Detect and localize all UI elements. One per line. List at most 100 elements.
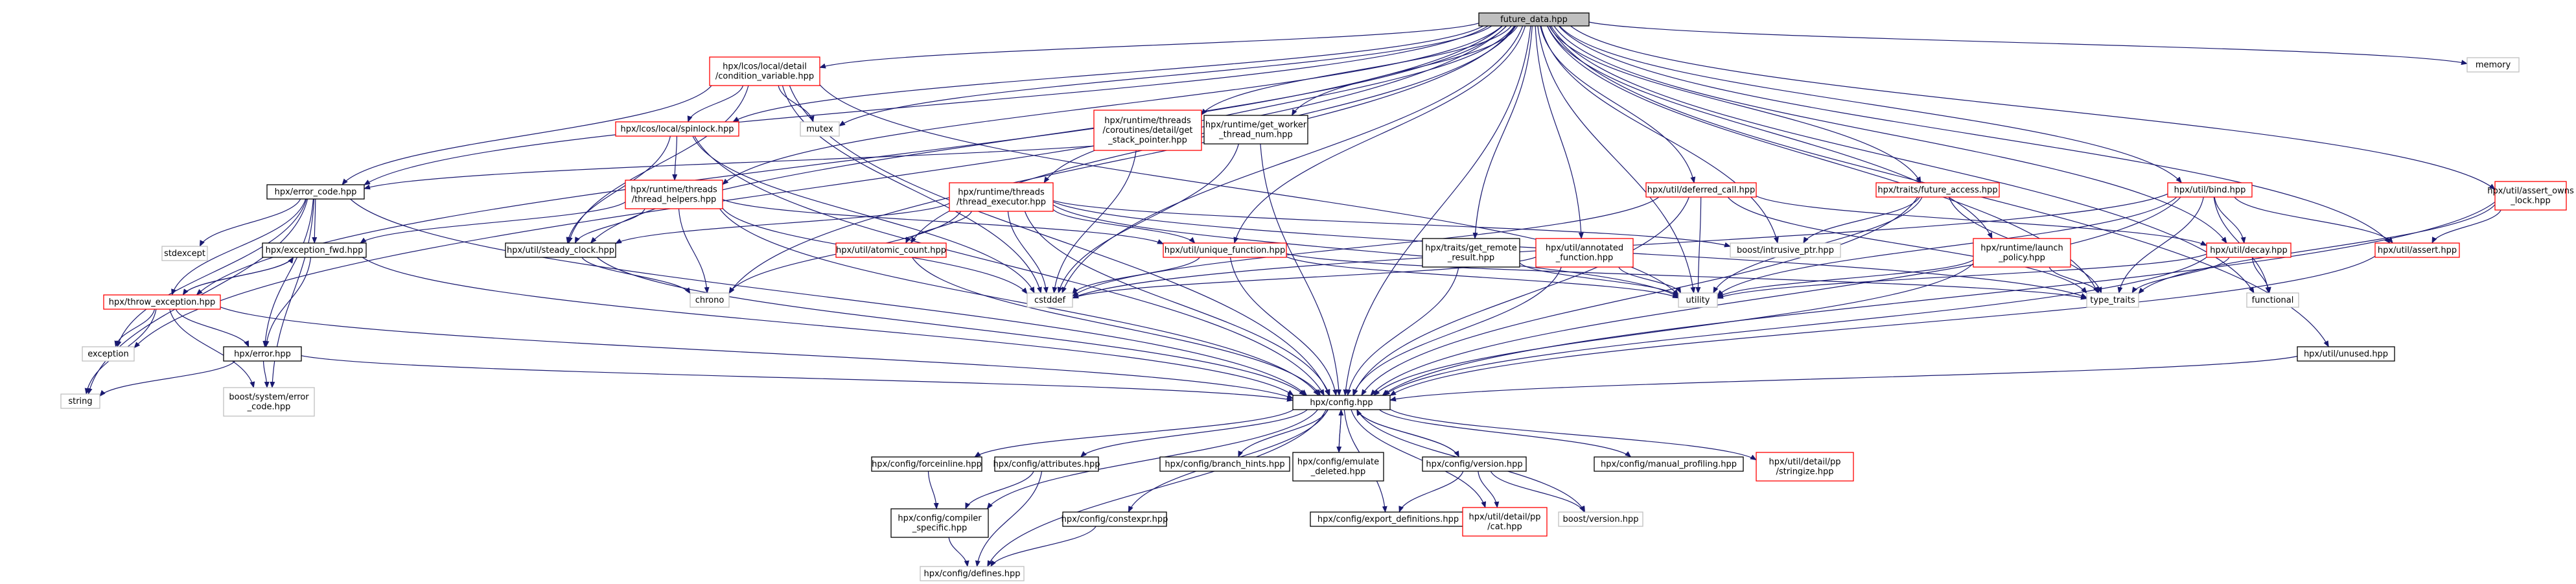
node-defines: hpx/config/defines.hpp xyxy=(920,566,1025,581)
node-deferred_call[interactable]: hpx/util/deferred_call.hpp xyxy=(1645,182,1757,198)
edge-unique_function-to-type_traits xyxy=(1286,253,2087,300)
node-stringize[interactable]: hpx/util/detail/pp/stringize.hpp xyxy=(1756,452,1854,482)
node-label-boost_error-line-1: _code.hpp xyxy=(247,403,291,412)
edge-config-to-stringize xyxy=(1389,408,1757,461)
node-box-emulate_deleted xyxy=(1292,452,1384,482)
edge-cond_var-to-error_code xyxy=(342,85,712,185)
edge-spinlock-to-config xyxy=(694,135,1325,396)
node-utility: utility xyxy=(1678,292,1718,308)
node-steady_clock[interactable]: hpx/util/steady_clock.hpp xyxy=(505,242,616,258)
edge-root-to-chrono xyxy=(728,25,1516,294)
node-manual_profiling[interactable]: hpx/config/manual_profiling.hpp xyxy=(1594,456,1744,472)
node-box-boost_error xyxy=(223,387,315,417)
edge-root-to-cond_var xyxy=(819,23,1479,69)
edge-unused-to-config xyxy=(1389,356,2298,402)
node-label-annotated-line-1: _function.hpp xyxy=(1555,253,1613,263)
node-compiler_specific[interactable]: hpx/config/compiler_specific.hpp xyxy=(890,508,989,538)
edge-spinlock-to-cstddef xyxy=(692,135,1035,294)
node-throw_exception[interactable]: hpx/throw_exception.hpp xyxy=(103,294,221,310)
edge-throw_exception-to-exception_fwd xyxy=(182,257,294,296)
node-label-cond_var-line-0: hpx/lcos/local/detail xyxy=(723,62,807,72)
node-label-stdexcept-line-0: stdexcept xyxy=(164,249,205,259)
node-assert[interactable]: hpx/util/assert.hpp xyxy=(2374,242,2460,258)
node-box-manual_profiling xyxy=(1594,456,1744,472)
node-future_access[interactable]: hpx/traits/future_access.hpp xyxy=(1875,182,2000,198)
node-label-utility-line-0: utility xyxy=(1686,296,1710,305)
edge-throw_exception-to-boost_error xyxy=(169,309,255,388)
node-label-deferred_call-line-0: hpx/util/deferred_call.hpp xyxy=(1647,185,1755,195)
node-box-utility xyxy=(1678,292,1718,308)
edge-constexpr-to-defines xyxy=(990,526,1097,567)
edge-error_code-to-exception_fwd xyxy=(312,198,318,244)
node-spinlock[interactable]: hpx/lcos/local/spinlock.hpp xyxy=(615,121,739,137)
edge-error_code-to-config xyxy=(350,198,1308,396)
node-box-error_code xyxy=(266,184,365,200)
node-attributes[interactable]: hpx/config/attributes.hpp xyxy=(993,456,1100,472)
node-config[interactable]: hpx/config.hpp xyxy=(1292,395,1391,410)
node-box-unique_function xyxy=(1163,242,1287,258)
node-label-error-line-0: hpx/error.hpp xyxy=(234,349,291,359)
node-error[interactable]: hpx/error.hpp xyxy=(223,346,302,362)
node-exception_fwd[interactable]: hpx/exception_fwd.hpp xyxy=(262,242,367,258)
edge-bind-to-assert xyxy=(2234,196,2393,244)
node-thread_executor[interactable]: hpx/runtime/threads/thread_executor.hpp xyxy=(949,182,1054,212)
edge-cond_var-to-mutex xyxy=(778,85,815,123)
node-root: future_data.hpp xyxy=(1478,12,1590,27)
node-box-type_traits xyxy=(2086,292,2139,308)
node-box-error xyxy=(223,346,302,362)
node-branch_hints[interactable]: hpx/config/branch_hints.hpp xyxy=(1159,456,1290,472)
edge-version-to-config xyxy=(1356,409,1459,458)
node-get_worker[interactable]: hpx/runtime/get_worker_thread_num.hpp xyxy=(1203,115,1308,145)
edge-thread_executor-to-intrusive_ptr xyxy=(1052,200,1731,248)
node-export_defs[interactable]: hpx/config/export_definitions.hpp xyxy=(1310,511,1467,527)
node-label-error_code-line-0: hpx/error_code.hpp xyxy=(275,187,357,197)
node-label-thread_helpers-line-1: /thread_helpers.hpp xyxy=(632,195,717,205)
node-bind[interactable]: hpx/util/bind.hpp xyxy=(2167,182,2253,198)
node-thread_helpers[interactable]: hpx/runtime/threads/thread_helpers.hpp xyxy=(625,180,723,209)
node-unused[interactable]: hpx/util/unused.hpp xyxy=(2297,346,2395,362)
node-label-get_worker-line-1: _thread_num.hpp xyxy=(1218,130,1293,140)
node-box-throw_exception xyxy=(103,294,221,310)
node-atomic_count[interactable]: hpx/util/atomic_count.hpp xyxy=(835,242,947,258)
node-emulate_deleted[interactable]: hpx/config/emulate_deleted.hpp xyxy=(1292,452,1384,482)
node-unique_function[interactable]: hpx/util/unique_function.hpp xyxy=(1163,242,1287,258)
node-box-defines xyxy=(920,566,1025,581)
node-constexpr[interactable]: hpx/config/constexpr.hpp xyxy=(1062,511,1168,527)
edge-root-to-memory xyxy=(1588,21,2468,65)
node-launch_policy[interactable]: hpx/runtime/launch_policy.hpp xyxy=(1973,238,2071,268)
node-get_remote[interactable]: hpx/traits/get_remote_result.hpp xyxy=(1422,238,1520,268)
edge-config-to-compiler_specific xyxy=(986,409,1318,509)
node-version[interactable]: hpx/config/version.hpp xyxy=(1422,456,1527,472)
node-forceinline[interactable]: hpx/config/forceinline.hpp xyxy=(871,456,982,472)
edge-root-to-exception xyxy=(133,25,1507,349)
edge-deferred_call-to-type_traits xyxy=(1727,196,2087,294)
node-box-get_remote xyxy=(1422,238,1520,268)
edge-spinlock-to-steady_clock xyxy=(566,135,671,244)
node-decay[interactable]: hpx/util/decay.hpp xyxy=(2206,242,2292,258)
node-annotated[interactable]: hpx/util/annotated_function.hpp xyxy=(1535,238,1634,268)
node-type_traits: type_traits xyxy=(2086,292,2139,308)
node-label-cstddef-line-0: cstddef xyxy=(1034,296,1066,305)
node-box-version xyxy=(1422,456,1527,472)
node-box-string xyxy=(60,393,100,409)
node-label-spinlock-line-0: hpx/lcos/local/spinlock.hpp xyxy=(620,124,734,134)
node-cond_var[interactable]: hpx/lcos/local/detail/condition_variable… xyxy=(709,56,820,86)
node-error_code[interactable]: hpx/error_code.hpp xyxy=(266,184,365,200)
edge-annotated-to-config xyxy=(1352,266,1562,396)
node-assert_owns[interactable]: hpx/util/assert_owns_lock.hpp xyxy=(2487,181,2574,211)
edge-error-to-boost_error xyxy=(262,360,270,388)
node-label-coroutine_stack-line-2: _stack_pointer.hpp xyxy=(1108,135,1187,145)
node-pp_cat[interactable]: hpx/util/detail/pp/cat.hpp xyxy=(1462,507,1548,537)
node-box-attributes xyxy=(994,456,1099,472)
edge-root-to-unique_function xyxy=(1233,25,1526,244)
edge-assert_owns-to-assert xyxy=(2431,209,2501,244)
node-label-assert_owns-line-1: _lock.hpp xyxy=(2510,196,2551,206)
edge-decay-to-type_traits xyxy=(2131,257,2230,294)
edge-thread_helpers-to-config xyxy=(719,208,1319,396)
edge-unique_function-to-cstddef xyxy=(1072,257,1200,294)
edge-root-to-thread_executor xyxy=(1043,25,1515,183)
node-box-unused xyxy=(2297,346,2395,362)
edge-get_remote-to-config xyxy=(1346,266,1459,396)
node-coroutine_stack[interactable]: hpx/runtime/threads/coroutines/detail/ge… xyxy=(1093,110,1202,151)
edge-error_code-to-exception xyxy=(116,198,307,347)
